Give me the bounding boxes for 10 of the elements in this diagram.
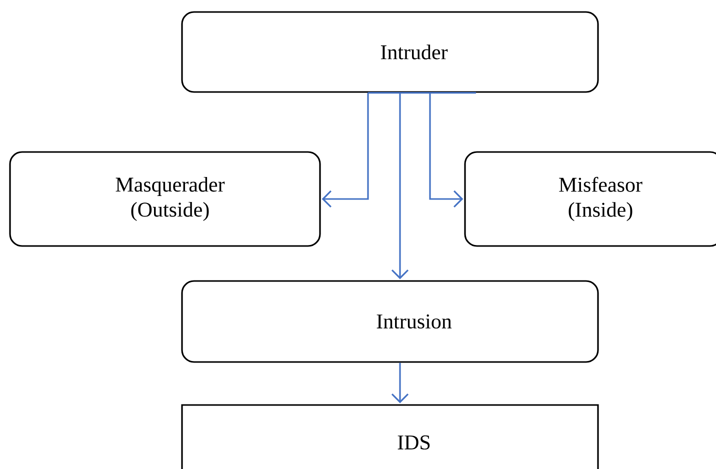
process-box: Masquerader (Outside) xyxy=(9,151,321,247)
arrow xyxy=(391,362,409,404)
connector-trunk xyxy=(368,92,476,94)
arrow xyxy=(391,92,409,280)
process-box: Misfeasor (Inside) xyxy=(464,151,716,247)
process-box: Intruder xyxy=(181,11,599,93)
arrow xyxy=(322,92,369,208)
arrow xyxy=(429,92,464,208)
process-box: Intrusion xyxy=(181,280,599,363)
process-box: IDS xyxy=(181,404,599,469)
